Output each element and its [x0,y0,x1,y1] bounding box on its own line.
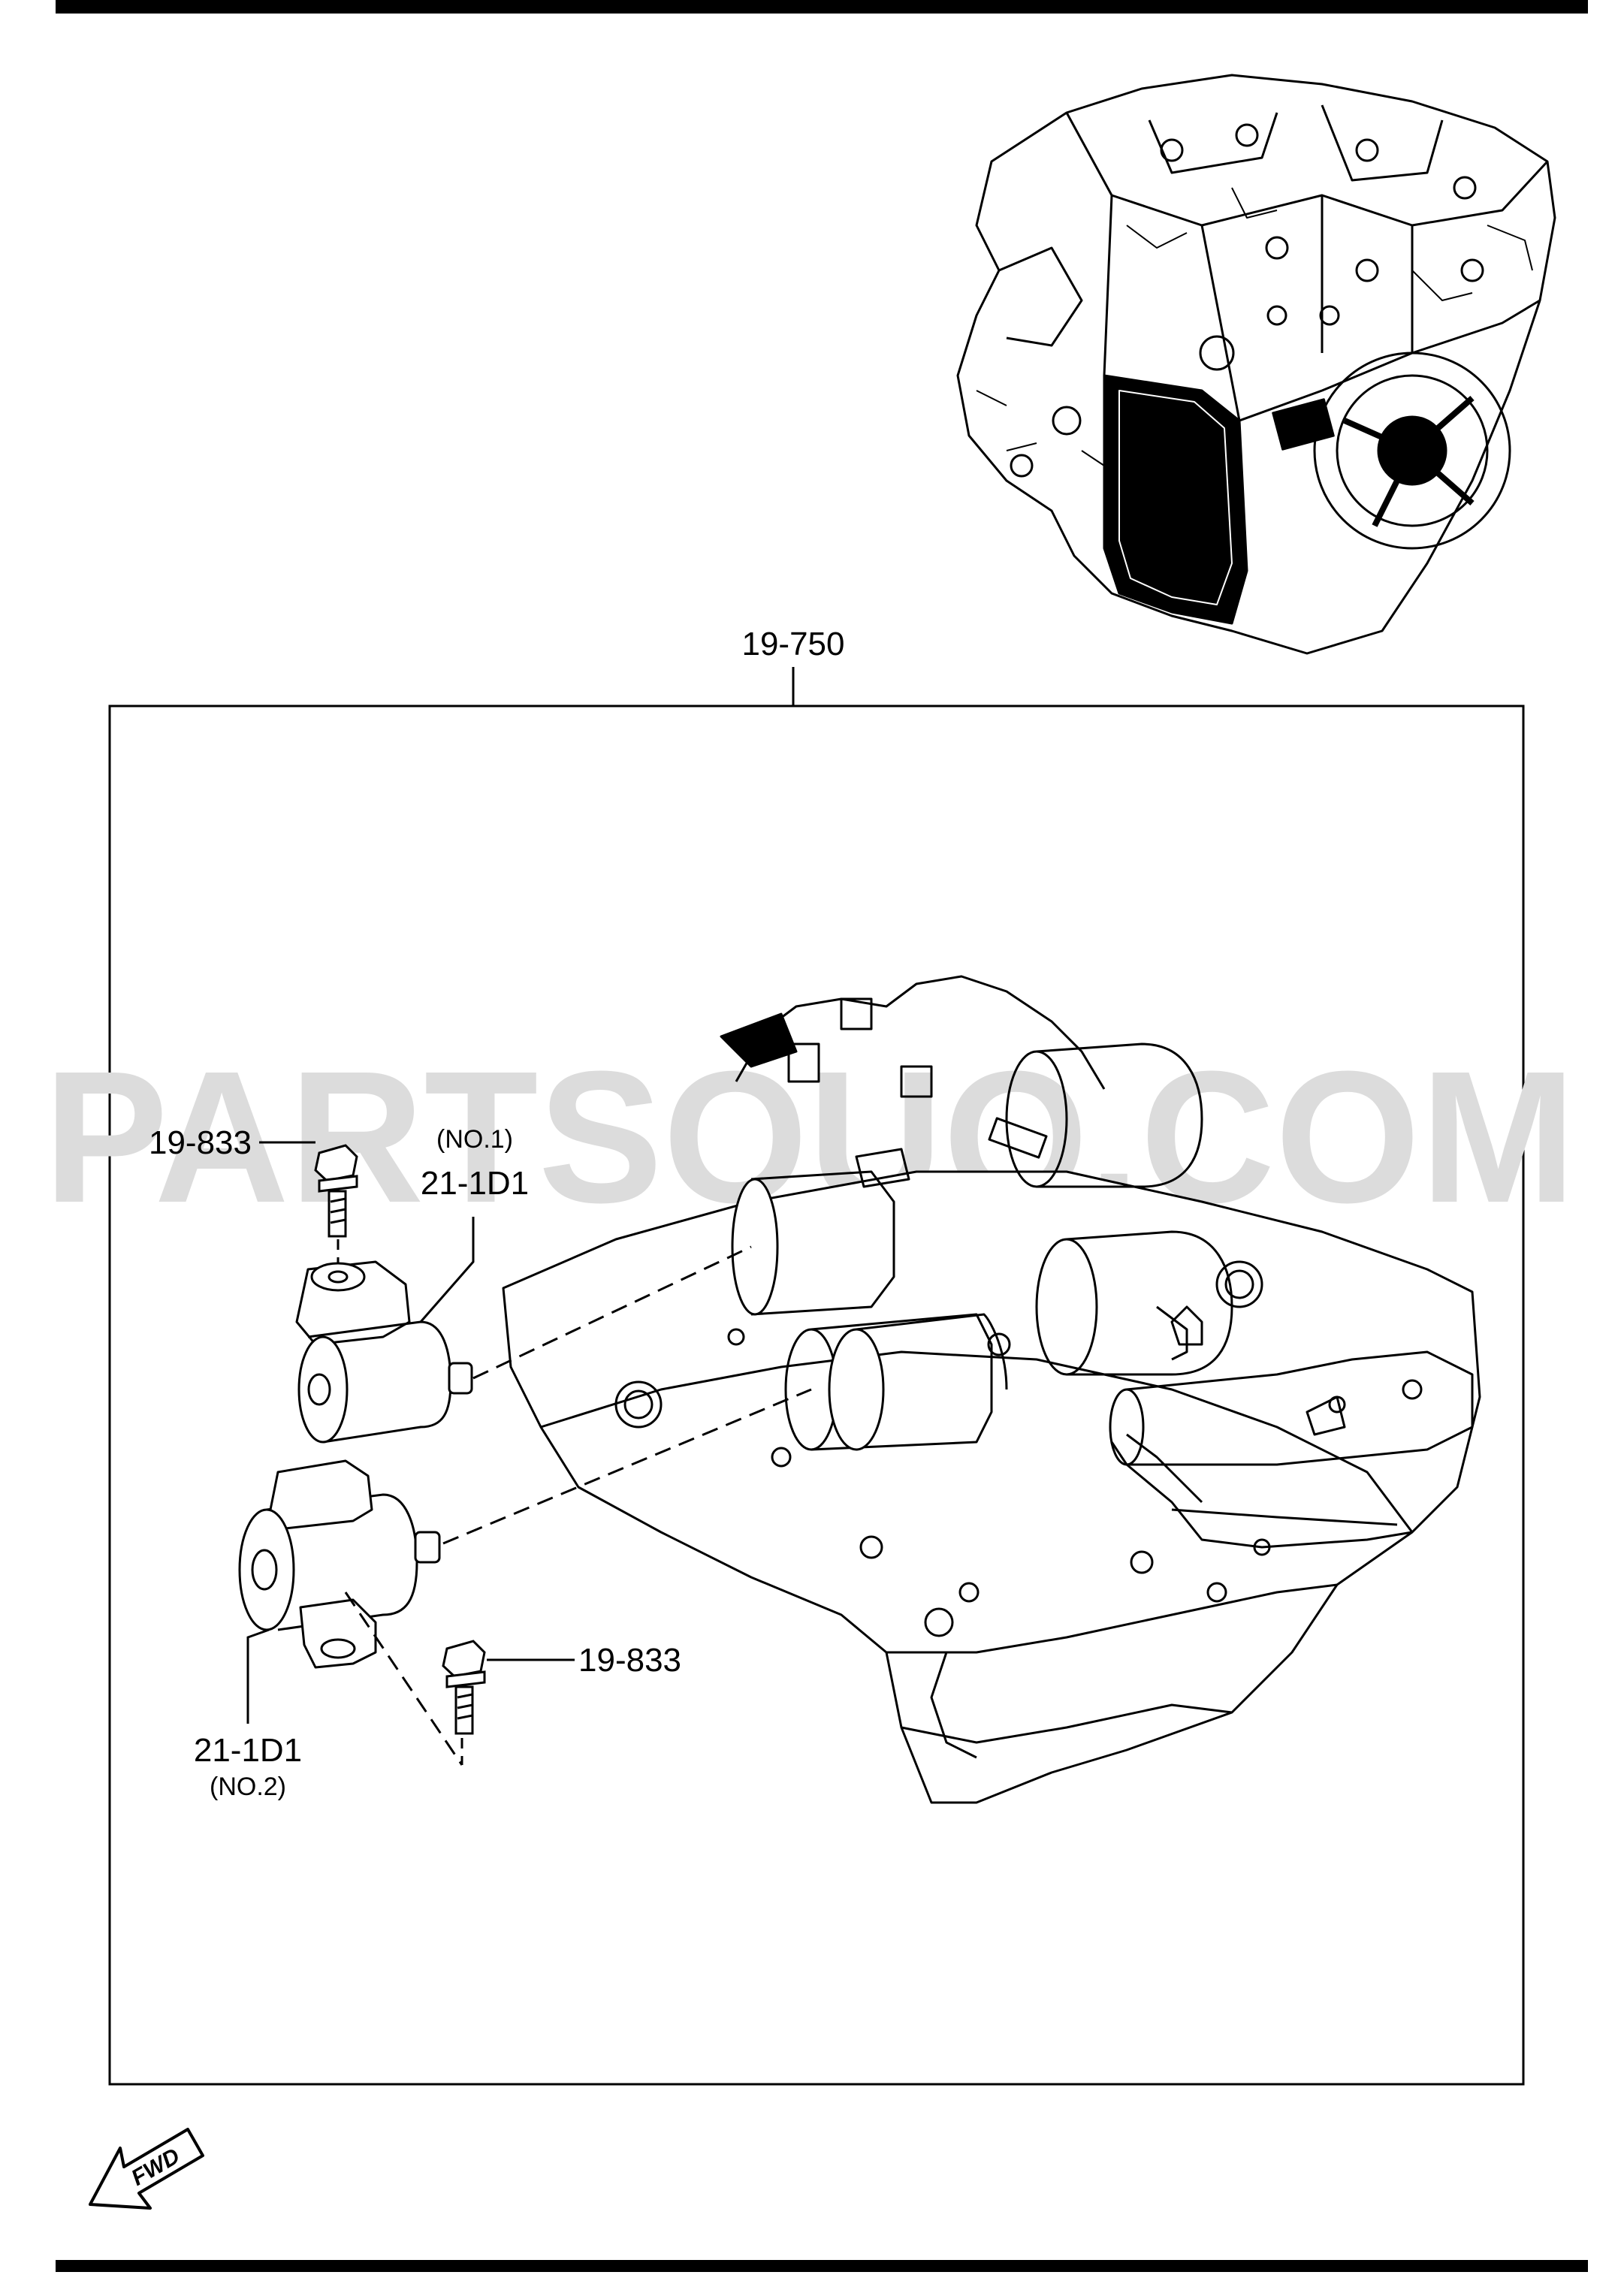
bolt-lower-label: 19-833 [578,1642,681,1679]
transmission-assembly-illustration [956,74,1556,655]
bolt-upper-label: 19-833 [149,1124,252,1161]
solenoid-no2-leader-line [246,1628,270,1724]
solenoid-no2 [238,1459,441,1669]
bolt-upper [314,1144,358,1238]
solenoid-no1-dash-line [472,1245,752,1380]
solenoid-no2-part-label: 21-1D1 [194,1732,302,1769]
control-valve-body-illustration [502,975,1481,1804]
bolt-lower-guide-dashes [344,1592,463,1766]
fwd-arrow-icon: FWD [89,2128,204,2210]
bolt-lower [442,1640,486,1735]
solenoid-no2-dash-line [442,1388,812,1545]
bottom-border-rule [56,2260,1588,2272]
top-border-rule [56,0,1588,14]
solenoid-no1-part-label: 21-1D1 [421,1165,529,1202]
assembly-callout-label: 19-750 [741,626,844,662]
solenoid-no1-leader-line [419,1217,475,1323]
parts-frame [108,705,1525,2086]
solenoid-no2-qualifier-label: (NO.2) [210,1773,286,1801]
solenoid-no1-qualifier-label: (NO.1) [436,1125,513,1154]
solenoid-no1 [295,1260,473,1444]
